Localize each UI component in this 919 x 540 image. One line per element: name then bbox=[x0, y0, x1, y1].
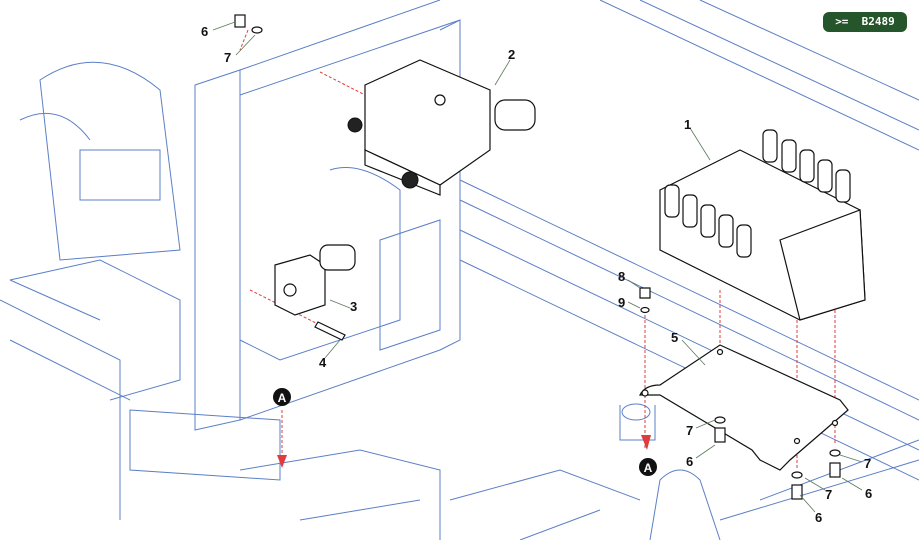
part-3-solenoid-valve bbox=[274, 244, 356, 316]
callout-7: 7 bbox=[825, 487, 832, 502]
callout-8: 8 bbox=[618, 269, 625, 284]
part-4-bolt bbox=[314, 321, 346, 341]
view-marker-a-left: A bbox=[273, 388, 291, 468]
callout-6: 6 bbox=[865, 486, 872, 501]
callout-1: 1 bbox=[684, 117, 691, 132]
callout-4: 4 bbox=[319, 355, 327, 370]
callout-3: 3 bbox=[350, 299, 357, 314]
part-5-bracket bbox=[639, 344, 849, 471]
callout-6: 6 bbox=[201, 24, 208, 39]
view-marker-a-right: A bbox=[639, 435, 657, 476]
svg-text:A: A bbox=[278, 391, 287, 405]
callout-labels: 6 7 2 1 8 9 5 3 4 7 6 7 6 7 6 bbox=[201, 24, 872, 525]
serial-range-badge: >= B2489 bbox=[823, 12, 907, 32]
callout-6: 6 bbox=[815, 510, 822, 525]
callout-6: 6 bbox=[686, 454, 693, 469]
callout-9: 9 bbox=[618, 295, 625, 310]
callout-7: 7 bbox=[224, 50, 231, 65]
callout-7: 7 bbox=[686, 423, 693, 438]
hardware bbox=[234, 14, 841, 500]
leader-lines bbox=[212, 21, 863, 513]
part-1-control-valve bbox=[659, 129, 866, 321]
part-2-valve bbox=[347, 59, 536, 196]
callout-5: 5 bbox=[671, 330, 678, 345]
svg-text:A: A bbox=[644, 461, 653, 475]
callout-2: 2 bbox=[508, 47, 515, 62]
callout-7: 7 bbox=[864, 456, 871, 471]
